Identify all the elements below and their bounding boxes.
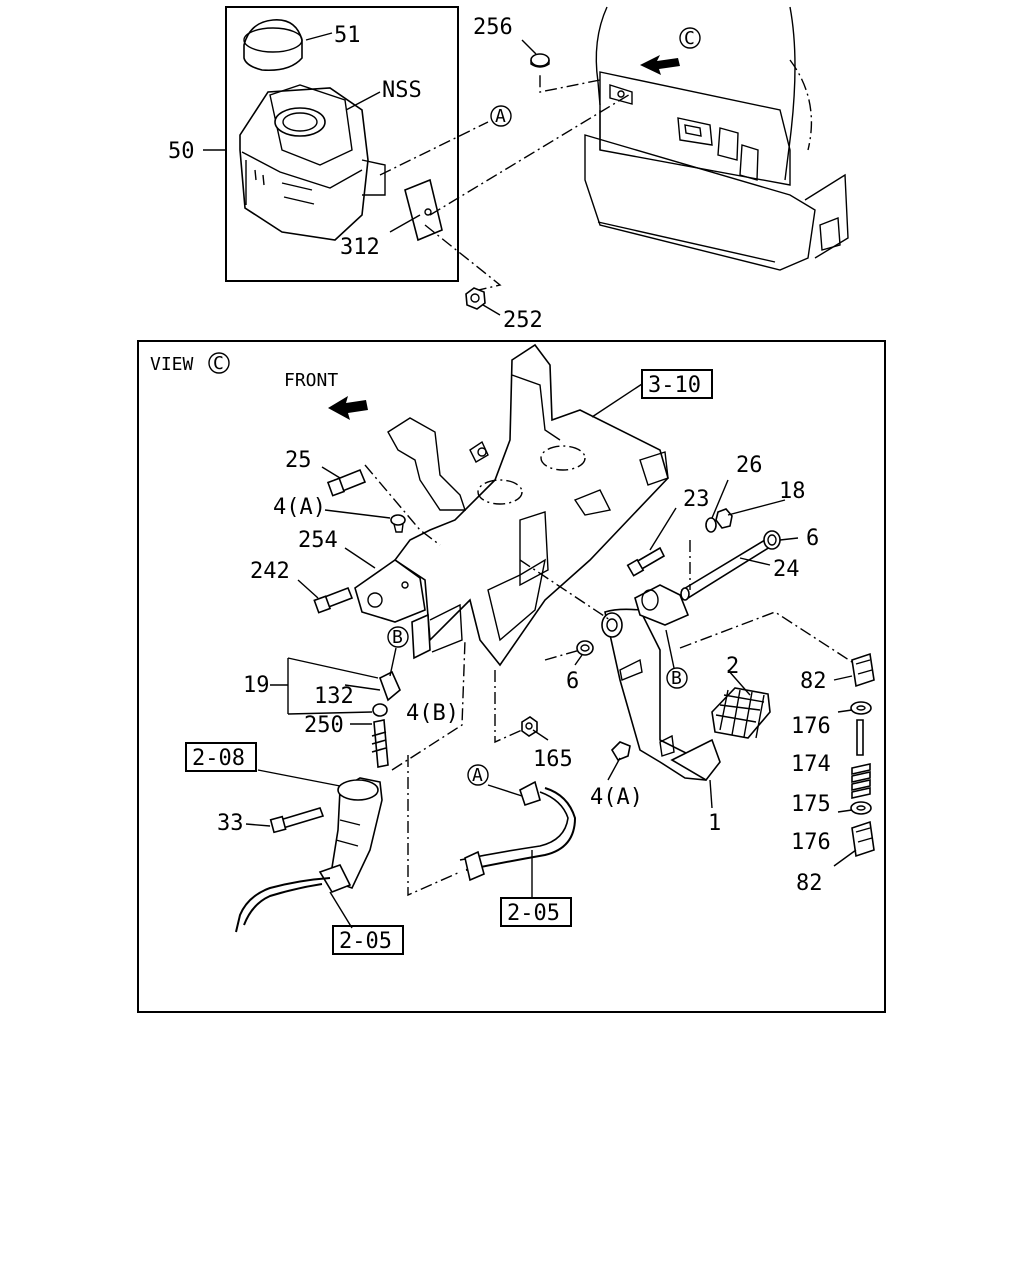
label-312: 312 bbox=[340, 235, 380, 260]
washer-176-top bbox=[850, 701, 872, 715]
label-2: 2 bbox=[726, 654, 739, 679]
label-82-top: 82 bbox=[800, 669, 827, 694]
plate-4b bbox=[411, 603, 463, 660]
label-132: 132 bbox=[314, 684, 354, 709]
bushing-6-mid bbox=[576, 640, 594, 656]
front-arrow bbox=[328, 396, 368, 420]
label-6-mid: 6 bbox=[566, 669, 579, 694]
clevis-82-top bbox=[851, 652, 875, 688]
rod-174 bbox=[856, 719, 864, 756]
spring-175 bbox=[851, 763, 871, 799]
ref-b-circle-right: B bbox=[666, 667, 688, 689]
label-176-top: 176 bbox=[791, 714, 831, 739]
frame-2-05-right: 2-05 bbox=[500, 897, 572, 927]
label-4a-bottom: 4(A) bbox=[590, 785, 643, 810]
clutch-pedal-arm bbox=[601, 584, 721, 782]
label-3-10: 3-10 bbox=[648, 373, 701, 398]
bolt-23 bbox=[626, 546, 666, 577]
pin-4a-top bbox=[390, 514, 406, 533]
label-165: 165 bbox=[533, 747, 573, 772]
label-19: 19 bbox=[243, 673, 270, 698]
washer-26 bbox=[705, 517, 717, 533]
label-254: 254 bbox=[298, 528, 338, 553]
label-6-right: 6 bbox=[806, 526, 819, 551]
label-2-08: 2-08 bbox=[192, 746, 245, 771]
label-33: 33 bbox=[217, 811, 244, 836]
reservoir-inset-frame bbox=[225, 6, 459, 282]
washer-176-bottom bbox=[850, 801, 872, 815]
label-82-bottom: 82 bbox=[796, 871, 823, 896]
reservoir-bracket bbox=[404, 178, 443, 242]
front-label: FRONT bbox=[284, 370, 338, 391]
label-18: 18 bbox=[779, 479, 806, 504]
nut-18 bbox=[715, 508, 733, 529]
clevis-82-bottom bbox=[851, 820, 875, 858]
bolt-242 bbox=[313, 586, 354, 614]
reservoir-inset: 51 NSS 50 312 252 A bbox=[168, 6, 633, 333]
ref-b-left-label: B bbox=[392, 627, 403, 648]
frame-2-08: 2-08 bbox=[185, 742, 257, 772]
label-175: 175 bbox=[791, 792, 831, 817]
label-250: 250 bbox=[304, 713, 344, 738]
pedal-pad bbox=[711, 687, 771, 739]
reservoir-tank bbox=[239, 84, 386, 241]
label-2-05-left: 2-05 bbox=[339, 929, 392, 954]
shaft-24 bbox=[680, 538, 772, 601]
ref-a-circle-top: A bbox=[490, 105, 512, 127]
label-25: 25 bbox=[285, 448, 312, 473]
nut-252 bbox=[465, 287, 486, 310]
label-26: 26 bbox=[736, 453, 763, 478]
direction-arrow-top bbox=[640, 55, 680, 75]
frame-3-10: 3-10 bbox=[641, 369, 713, 399]
label-4b: 4(B) bbox=[406, 701, 459, 726]
ref-a-circle-view: A bbox=[467, 764, 489, 786]
label-51: 51 bbox=[334, 23, 361, 48]
vehicle-cab-front: 256 C bbox=[473, 6, 849, 271]
view-c-frame bbox=[137, 340, 886, 1013]
label-174: 174 bbox=[791, 752, 831, 777]
frame-2-05-left: 2-05 bbox=[332, 925, 404, 955]
view-c-panel: VIEW C FRONT bbox=[137, 340, 886, 1013]
nut-165 bbox=[521, 716, 538, 737]
label-256: 256 bbox=[473, 15, 513, 40]
ref-b-right-label: B bbox=[671, 668, 682, 689]
leader-lines bbox=[245, 383, 857, 929]
bracket-254 bbox=[354, 559, 426, 623]
view-title: VIEW bbox=[150, 354, 194, 375]
label-24: 24 bbox=[773, 557, 800, 582]
label-nss: NSS bbox=[382, 78, 422, 103]
label-176-bottom: 176 bbox=[791, 830, 831, 855]
ref-c-top-label: C bbox=[684, 28, 695, 49]
pin-4a-bottom bbox=[610, 741, 631, 761]
bushing-6-right bbox=[763, 530, 781, 550]
bolt-33 bbox=[269, 807, 325, 834]
label-1: 1 bbox=[708, 811, 721, 836]
label-4a-top: 4(A) bbox=[273, 495, 326, 520]
cap-256 bbox=[530, 53, 550, 68]
reservoir-cap bbox=[243, 19, 303, 72]
label-23: 23 bbox=[683, 487, 710, 512]
label-242: 242 bbox=[250, 559, 290, 584]
view-title-ref-label: C bbox=[213, 353, 224, 374]
master-cylinder bbox=[318, 670, 401, 893]
ref-a-top-label: A bbox=[495, 106, 506, 127]
label-252: 252 bbox=[503, 308, 543, 333]
pedal-bracket-assembly bbox=[387, 343, 669, 667]
label-2-05-right: 2-05 bbox=[507, 901, 560, 926]
hydraulic-pipes bbox=[235, 780, 577, 933]
label-50: 50 bbox=[168, 139, 195, 164]
ref-c-circle-top: C bbox=[679, 27, 701, 49]
ref-a-view-label: A bbox=[472, 765, 483, 786]
view-title-ref-circle: C bbox=[208, 352, 230, 374]
bolt-25 bbox=[326, 468, 367, 497]
ref-b-circle-left: B bbox=[387, 626, 409, 648]
